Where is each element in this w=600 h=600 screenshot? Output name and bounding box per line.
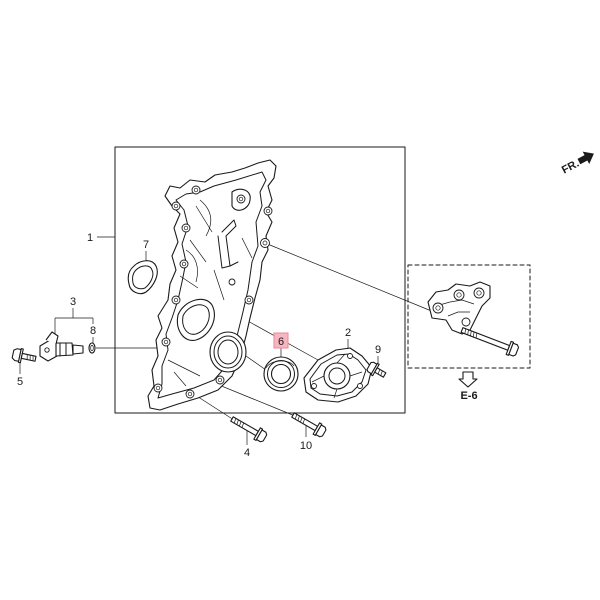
bolt-10: [291, 412, 327, 438]
callout-10[interactable]: 10: [300, 440, 312, 452]
cover-gasket: [127, 260, 158, 295]
bracket-assembly: [427, 281, 491, 335]
sensor: [39, 331, 84, 362]
oil-seal: [263, 356, 299, 392]
assembly-frame: [114, 146, 406, 414]
callout-3[interactable]: 3: [70, 296, 76, 308]
flange-bolt-5: [11, 348, 37, 364]
bolt-4: [230, 416, 268, 443]
reference-arrow-icon: [458, 371, 478, 388]
front-direction-indicator: FR.: [560, 151, 594, 177]
callout-9[interactable]: 9: [375, 344, 381, 356]
o-ring: [88, 342, 96, 354]
reference-label[interactable]: E-6: [460, 390, 477, 402]
reference-frame-dashed: [407, 264, 531, 369]
arrow-right-icon: [577, 151, 594, 165]
bolt-9: [366, 361, 387, 378]
callout-7[interactable]: 7: [143, 239, 149, 251]
chain-case-cover: [147, 159, 277, 411]
direction-label: FR.: [560, 158, 581, 177]
callout-3-bracket: [54, 308, 94, 343]
callout-8[interactable]: 8: [90, 325, 96, 337]
cover-plate: [303, 347, 373, 403]
callout-2[interactable]: 2: [345, 327, 351, 339]
callout-5[interactable]: 5: [17, 376, 23, 388]
callout-4[interactable]: 4: [244, 447, 250, 459]
bracket-bolt: [460, 327, 520, 357]
callout-highlight: [273, 332, 289, 349]
callout-1[interactable]: 1: [87, 232, 93, 244]
callout-6[interactable]: 6: [278, 336, 284, 348]
